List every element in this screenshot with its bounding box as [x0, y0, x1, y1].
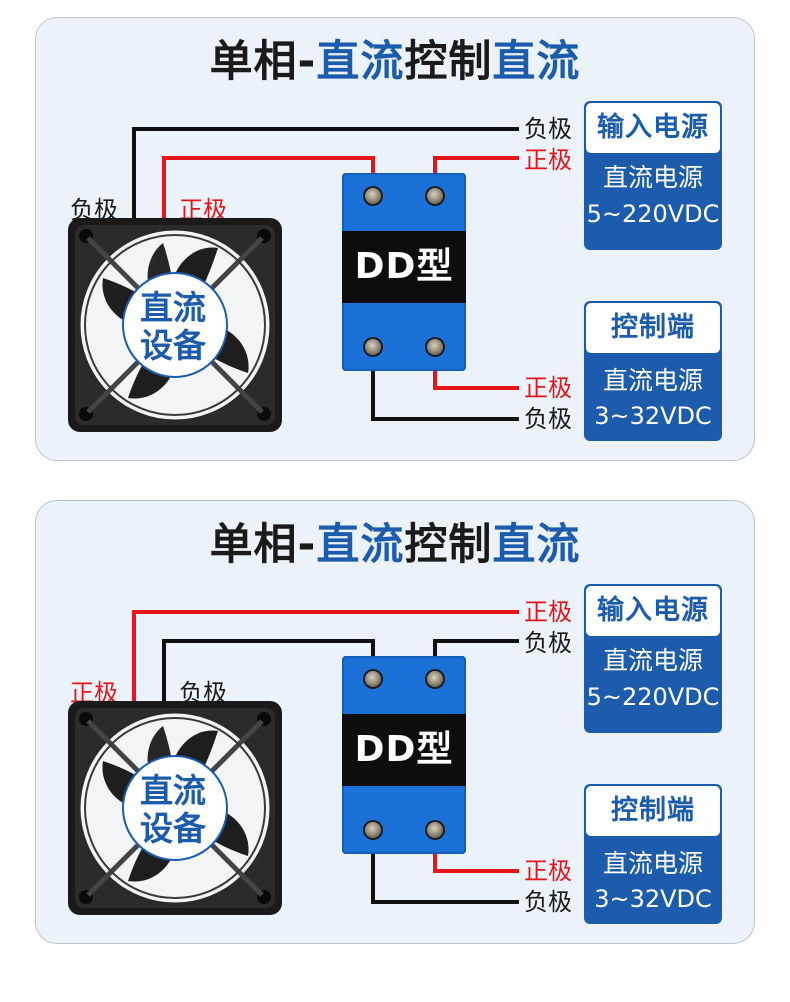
terminal-screw [427, 188, 443, 204]
control-top-label: 正极 [524, 374, 572, 402]
input-top-label: 正极 [524, 598, 572, 626]
card-line1: 直流电源 [602, 849, 703, 878]
fan-icon [68, 701, 282, 915]
card-line1: 直流电源 [602, 366, 703, 395]
control-card: 控制端 直流电源 3~32VDC [584, 301, 722, 441]
terminal-screw [365, 671, 381, 687]
card-heading: 控制端 [586, 303, 720, 353]
dd-relay: DD型 [342, 656, 466, 854]
device-label: 直流 设备 [140, 288, 206, 365]
terminal-screw [365, 188, 381, 204]
fan-icon [68, 218, 282, 432]
black-wire-input [132, 127, 519, 234]
control-bottom-label: 负极 [524, 405, 572, 433]
terminal-screw [427, 671, 443, 687]
relay-label: DD型 [354, 246, 454, 287]
card-line2: 5~220VDC [586, 683, 720, 711]
terminal-screw [365, 339, 381, 355]
card-line1: 直流电源 [602, 646, 703, 675]
card-heading: 输入电源 [586, 586, 720, 636]
diagram-panel-2: 单相-直流控制直流 正极 负极 正极 负极 正极 负极 直流 [35, 500, 755, 944]
device-label: 直流 设备 [140, 771, 206, 848]
control-bottom-label: 负极 [524, 888, 572, 916]
black-wire-control [371, 348, 519, 421]
input-bottom-label: 正极 [524, 146, 572, 174]
terminal-screw [427, 339, 443, 355]
dd-relay: DD型 [342, 173, 466, 371]
card-heading: 控制端 [586, 786, 720, 836]
card-line1: 直流电源 [602, 163, 703, 192]
input-top-label: 负极 [524, 115, 572, 143]
input-bottom-label: 负极 [524, 629, 572, 657]
card-line2: 3~32VDC [594, 402, 712, 430]
card-line2: 5~220VDC [586, 200, 720, 228]
input-power-card: 输入电源 直流电源 5~220VDC [584, 584, 722, 733]
terminal-screw [427, 822, 443, 838]
control-card: 控制端 直流电源 3~32VDC [584, 784, 722, 924]
red-wire-input [132, 610, 519, 717]
card-line2: 3~32VDC [594, 885, 712, 913]
terminal-screw [365, 822, 381, 838]
card-heading: 输入电源 [586, 103, 720, 153]
panel-title: 单相-直流控制直流 [209, 520, 581, 570]
black-wire-control [371, 831, 519, 904]
panel-title: 单相-直流控制直流 [209, 37, 581, 87]
input-power-card: 输入电源 直流电源 5~220VDC [584, 101, 722, 250]
diagram-panel-1: 单相-直流控制直流 负极 正极 负极 正极 正极 负极 直流 [35, 17, 755, 461]
control-top-label: 正极 [524, 857, 572, 885]
relay-label: DD型 [354, 729, 454, 770]
